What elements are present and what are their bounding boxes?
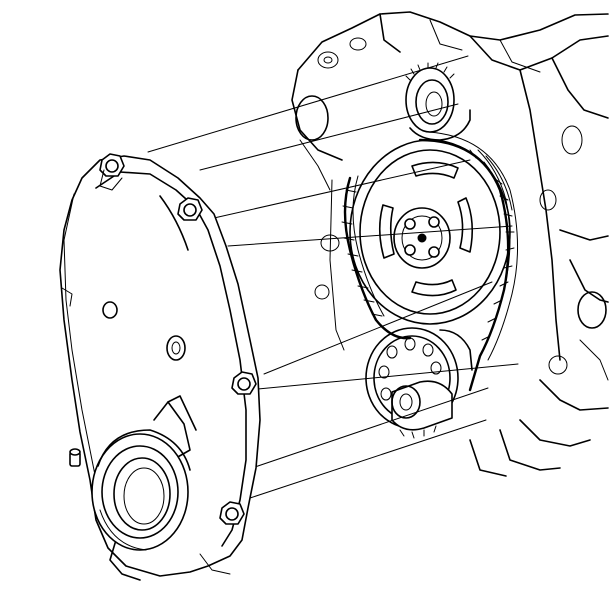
crankshaft-sprocket <box>365 327 473 439</box>
crankshaft-seal-bore <box>91 429 191 551</box>
bolt-upper-right <box>177 197 203 221</box>
bolt-middle-right <box>231 371 257 395</box>
bolt-bottom-right <box>219 501 245 525</box>
upper-idler-gear <box>405 62 471 141</box>
camshaft-sprocket <box>349 139 511 325</box>
timing-chain <box>341 131 519 392</box>
dowel-pin <box>69 448 81 467</box>
alignment-lines <box>147 55 519 499</box>
engine-block <box>291 11 609 477</box>
bolt-top-left <box>99 153 125 191</box>
front-cover-bolts <box>99 153 257 525</box>
